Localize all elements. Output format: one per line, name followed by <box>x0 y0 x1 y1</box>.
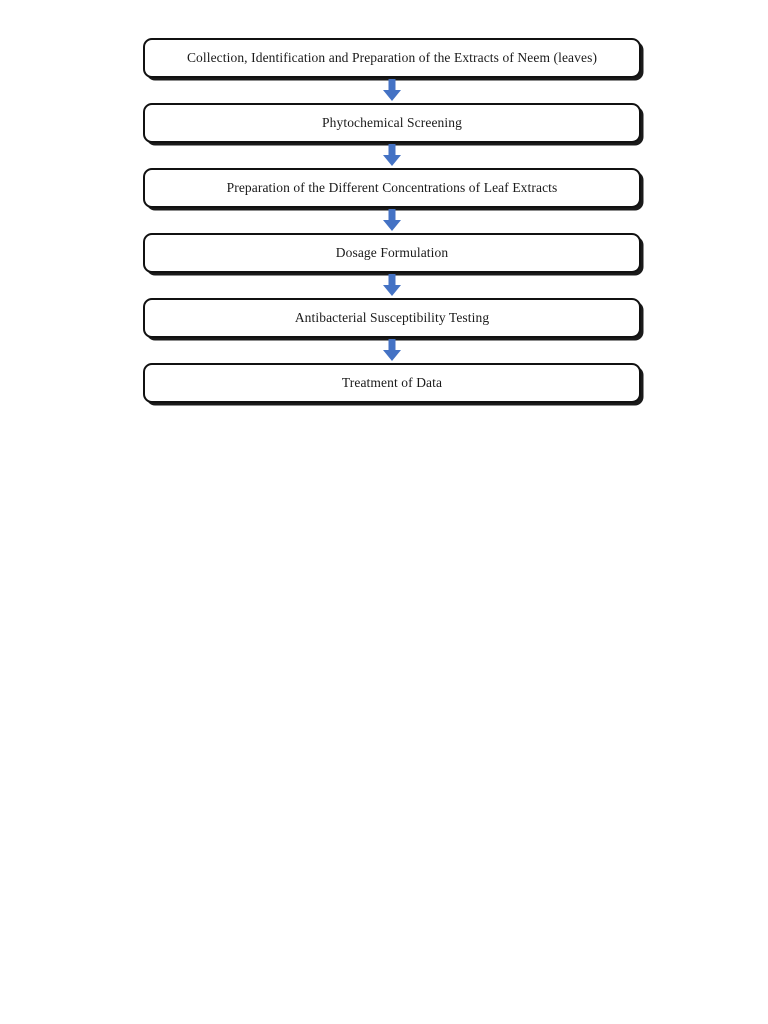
flowchart-diagram: Collection, Identification and Preparati… <box>143 38 641 403</box>
flowchart-node-4: Dosage Formulation <box>143 233 641 273</box>
flowchart-node-3: Preparation of the Different Concentrati… <box>143 168 641 208</box>
flowchart-node-2-label: Phytochemical Screening <box>322 114 462 130</box>
flowchart-node-5-label: Antibacterial Susceptibility Testing <box>294 309 490 325</box>
flowchart-node-3-label: Preparation of the Different Concentrati… <box>226 179 558 195</box>
arrow-down-icon <box>383 79 401 101</box>
arrow-down-icon <box>383 339 401 361</box>
arrow-down-icon <box>383 274 401 296</box>
flowchart-node-5: Antibacterial Susceptibility Testing <box>143 298 641 338</box>
flowchart-connector-3 <box>143 208 641 233</box>
flowchart-connector-5 <box>143 338 641 363</box>
arrow-down-icon <box>383 144 401 166</box>
flowchart-node-2: Phytochemical Screening <box>143 103 641 143</box>
flowchart-node-4-label: Dosage Formulation <box>335 244 449 260</box>
arrow-down-icon <box>383 209 401 231</box>
flowchart-node-1-label: Collection, Identification and Preparati… <box>186 49 598 65</box>
flowchart-node-6-label: Treatment of Data <box>341 374 443 390</box>
flowchart-connector-4 <box>143 273 641 298</box>
flowchart-node-6: Treatment of Data <box>143 363 641 403</box>
flowchart-connector-1 <box>143 78 641 103</box>
flowchart-node-1: Collection, Identification and Preparati… <box>143 38 641 78</box>
flowchart-connector-2 <box>143 143 641 168</box>
